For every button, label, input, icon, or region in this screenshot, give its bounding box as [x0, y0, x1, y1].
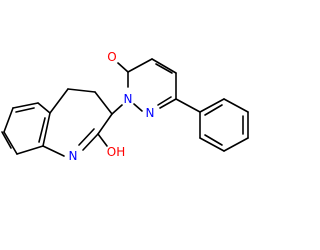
bond-bz3-double: [1, 131, 12, 149]
molecule-structure-diagram: O N N N OH: [1, 50, 249, 163]
bond-c6-n1-double: [157, 96, 172, 106]
bond-lines: [1, 58, 249, 157]
bond-ch2a-ch2b: [67, 88, 96, 93]
bond-n-ar: [42, 145, 65, 157]
bond-c-ketone-c4: [127, 58, 153, 73]
bond-c-oh-n: [82, 133, 99, 151]
atom-label-hydroxyl: OH: [107, 145, 125, 159]
bond-ph5-double: [204, 134, 223, 146]
bond-bz5: [12, 102, 39, 109]
bond-bz2: [16, 145, 44, 155]
bond-ch-ch2a: [94, 91, 113, 115]
bond-bz5-double: [15, 107, 35, 113]
bond-c4-c5: [151, 58, 177, 74]
bond-ph1-double: [204, 104, 223, 116]
bond-ch2b-ar: [49, 88, 69, 114]
bond-ph1: [199, 98, 225, 113]
bond-bz1-double: [38, 117, 46, 143]
bond-c6-n1: [159, 98, 177, 109]
bond-ch-c-oh: [97, 113, 113, 135]
bond-c-ketone-o: [117, 62, 129, 73]
atom-label-nitrogen-n1: N: [146, 106, 155, 120]
bond-ph5: [199, 137, 225, 152]
bond-bz6: [37, 102, 51, 114]
bond-c-oh-n-double: [78, 128, 95, 146]
bond-n2-ch: [111, 104, 123, 115]
atom-label-oxygen-ketone: O: [107, 50, 116, 64]
bond-bz4: [3, 107, 14, 133]
bond-c6-phenyl: [175, 98, 201, 113]
atom-labels: O N N N OH: [69, 50, 155, 163]
bond-bz3: [3, 131, 18, 155]
bond-n1-n2: [133, 103, 143, 112]
bond-bz1: [42, 112, 51, 147]
atom-label-nitrogen-n2: N: [124, 92, 133, 106]
bond-c4-c5-double: [155, 63, 173, 74]
bond-ph2: [223, 98, 249, 113]
atom-label-nitrogen-ring: N: [69, 149, 78, 163]
bond-c-oh: [97, 133, 108, 147]
bond-ph4: [223, 137, 249, 152]
